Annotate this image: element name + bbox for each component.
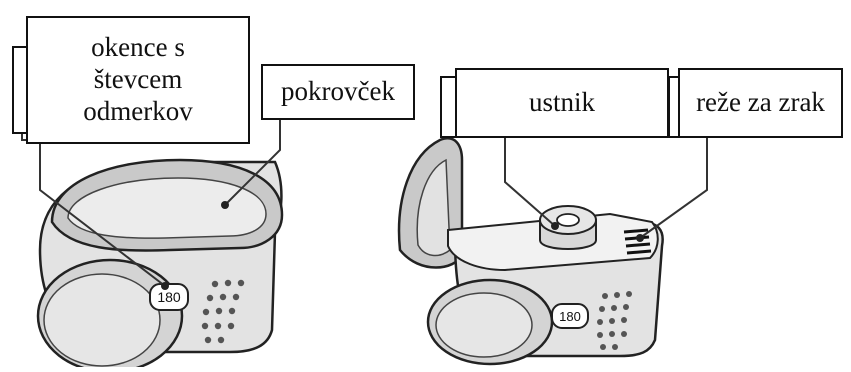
label-mouthpiece-text: ustnik [528,87,595,118]
label-air-vents: reže za zrak [678,68,843,138]
cap-recess [67,177,267,239]
mouthpiece-hole [556,213,580,227]
label-cap: pokrovček [261,64,415,120]
leader-dot-mouthpiece [551,222,559,230]
leader-dot-vents [636,234,644,242]
grip-dots-left [201,279,245,344]
label-mouthpiece: ustnik [455,68,669,138]
leader-mouthpiece [504,138,556,227]
dose-count-right: 180 [559,309,581,324]
hinge-wheel-open-inner [435,292,533,358]
leader-air-vents [639,138,708,239]
label-counter-window: okence s števcem odmerkov [26,16,250,144]
counter-window-right [551,303,589,329]
leader-dot-cap [221,201,229,209]
closed-inhaler: 180 [21,110,284,372]
grip-dots-right [597,291,632,350]
label-air-vents-text: reže za zrak [696,87,825,118]
dose-count-left: 180 [157,289,181,305]
counter-window-left [149,283,189,311]
open-inhaler: 180 [397,137,708,366]
cap-open-inner [416,158,451,257]
label-counter-window-text: okence s števcem odmerkov [83,32,193,126]
leader-cap [224,120,281,206]
cap-hinge-wheel-inner [43,273,161,367]
leader-dot-counter [161,282,169,290]
label-cap-text: pokrovček [281,76,395,107]
